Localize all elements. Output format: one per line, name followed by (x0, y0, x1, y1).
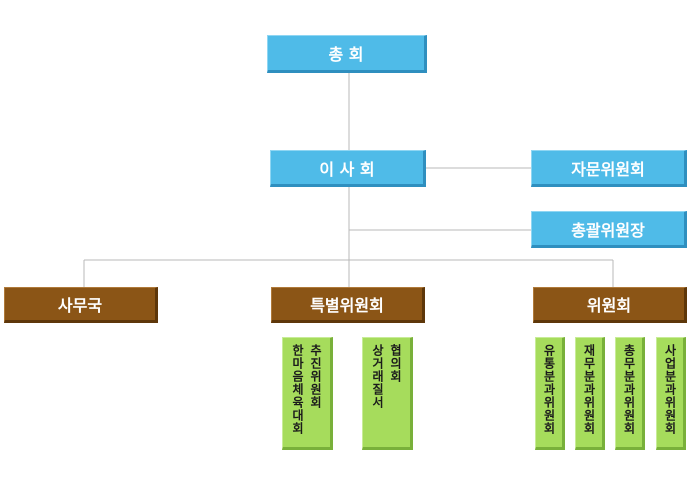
general-affairs-subcommittee-box: 총무분과위원회 (615, 337, 645, 450)
special-committee-box: 특별위원회 (271, 287, 425, 323)
chief-chairman-label: 총괄위원장 (571, 220, 645, 240)
committee-label: 위원회 (586, 296, 632, 315)
committee-box: 위원회 (533, 287, 687, 323)
finance-subcommittee-label: 재무분과위원회 (582, 344, 596, 435)
council-label: 협의회 (388, 344, 403, 383)
hanmaum-sports-label: 한마음체육대회 (290, 344, 305, 435)
advisory-committee-box: 자문위원회 (531, 150, 687, 187)
distribution-subcommittee-label: 유통분과위원회 (542, 344, 556, 435)
board-box: 이 사 회 (270, 150, 426, 187)
advisory-committee-label: 자문위원회 (571, 159, 645, 179)
chief-chairman-box: 총괄위원장 (531, 211, 687, 248)
business-subcommittee-label: 사업분과위원회 (663, 344, 677, 435)
distribution-subcommittee-box: 유통분과위원회 (535, 337, 565, 450)
board-label: 이 사 회 (319, 159, 375, 179)
secretariat-label: 사무국 (57, 296, 103, 315)
commerce-order-label: 상거래질서 (370, 344, 385, 409)
special-committee-label: 특별위원회 (310, 296, 384, 315)
commerce-council-box: 협의회 상거래질서 (362, 337, 413, 450)
business-subcommittee-box: 사업분과위원회 (656, 337, 686, 450)
promotion-committee-box: 추진위원회 한마음체육대회 (282, 337, 333, 450)
general-assembly-label: 총 회 (328, 45, 364, 64)
finance-subcommittee-box: 재무분과위원회 (575, 337, 605, 450)
general-assembly-box: 총 회 (267, 35, 427, 73)
general-affairs-subcommittee-label: 총무분과위원회 (622, 344, 636, 435)
promotion-committee-label: 추진위원회 (308, 344, 323, 409)
secretariat-box: 사무국 (4, 287, 158, 323)
